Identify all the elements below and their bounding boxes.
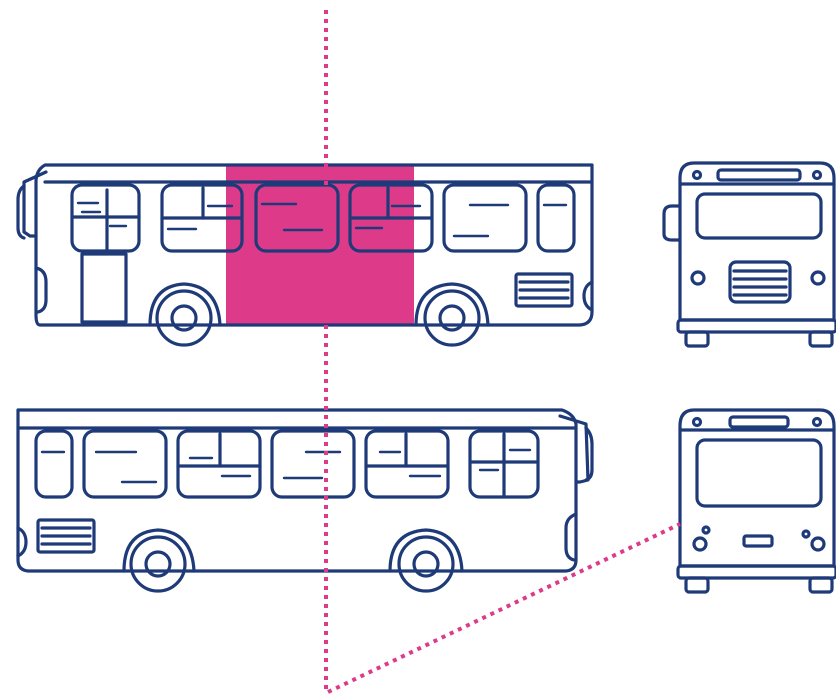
diagonal-guide-line (328, 524, 680, 692)
highlight-block (226, 164, 414, 326)
bus-front-view-icon (664, 163, 836, 346)
bus-rear-view-icon (678, 410, 836, 592)
bus-side-right-view-icon (18, 410, 592, 591)
